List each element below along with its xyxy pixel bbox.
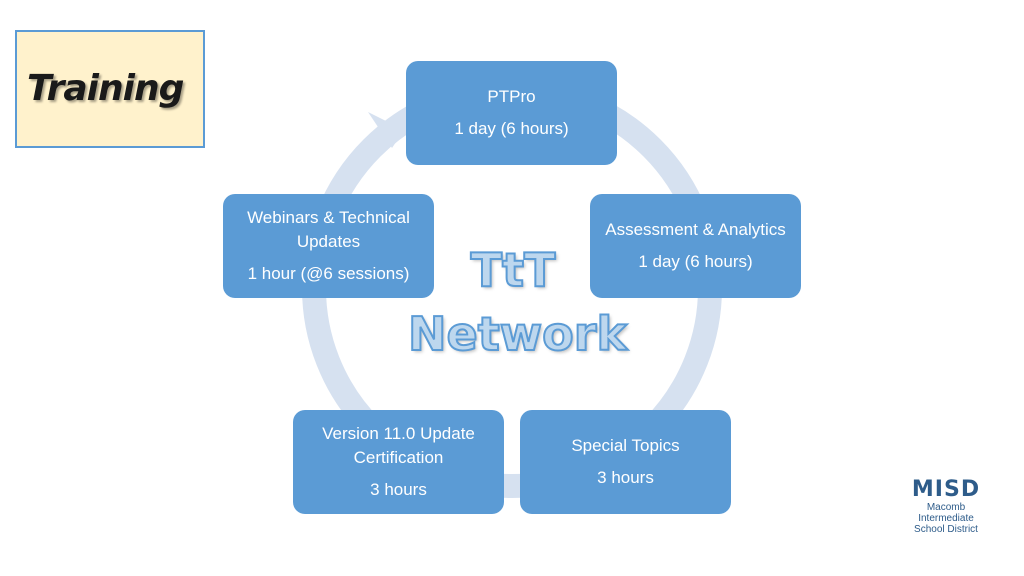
node-assessment-analytics: Assessment & Analytics 1 day (6 hours): [590, 194, 801, 298]
misd-logo-line1: Macomb: [926, 502, 966, 513]
center-label: TtT Network: [407, 238, 628, 366]
slide-title: Training: [27, 68, 184, 109]
node-ptpro-title: PTPro: [487, 87, 536, 106]
misd-logo-line3: School District: [914, 524, 978, 535]
slide-title-box: Training: [15, 30, 205, 148]
node-special-topics-detail: 3 hours: [597, 468, 654, 487]
misd-logo: MISD Macomb Intermediate School District: [908, 477, 984, 536]
node-webinars-detail: 1 hour (@6 sessions): [247, 264, 410, 283]
node-version-update-title: Version 11.0 Update Certification: [322, 424, 475, 467]
node-ptpro-detail: 1 day (6 hours): [454, 119, 569, 138]
node-version-update: Version 11.0 Update Certification 3 hour…: [293, 410, 504, 514]
node-assessment-analytics-detail: 1 day (6 hours): [638, 252, 753, 271]
node-assessment-analytics-title: Assessment & Analytics: [605, 220, 786, 239]
misd-logo-mark: MISD: [911, 477, 981, 502]
center-label-line2: Network: [407, 306, 628, 362]
node-webinars: Webinars & Technical Updates 1 hour (@6 …: [223, 194, 434, 298]
node-special-topics-title: Special Topics: [571, 436, 680, 455]
cycle-arrow-head: [368, 112, 404, 148]
center-label-line1: TtT: [470, 242, 557, 298]
node-special-topics: Special Topics 3 hours: [520, 410, 731, 514]
node-webinars-title: Webinars & Technical Updates: [247, 208, 410, 251]
node-ptpro: PTPro 1 day (6 hours): [406, 61, 617, 165]
misd-logo-line2: Intermediate: [918, 513, 974, 524]
node-version-update-detail: 3 hours: [370, 480, 427, 499]
